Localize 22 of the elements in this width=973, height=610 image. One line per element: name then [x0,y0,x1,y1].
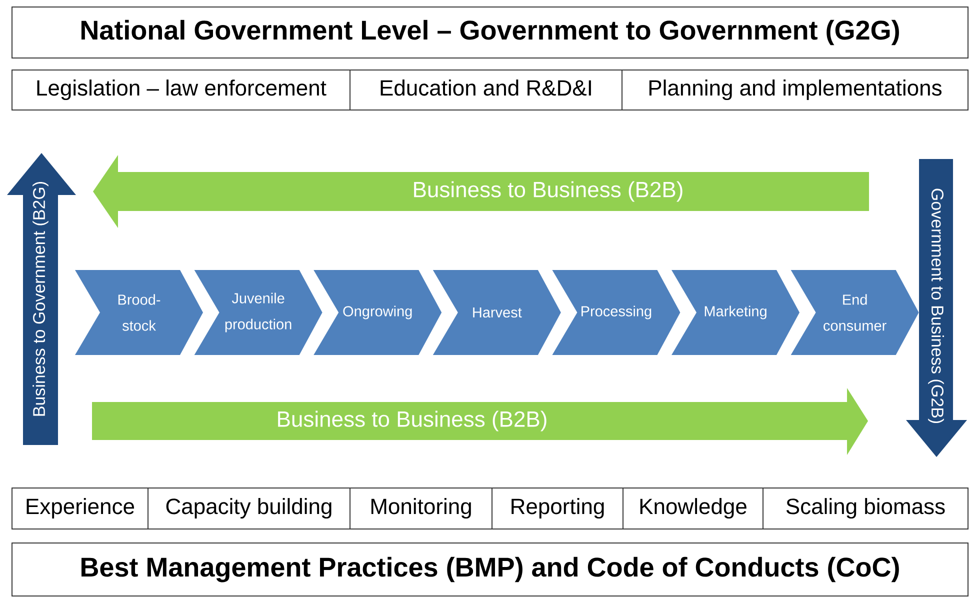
process-step: Harvest [432,270,561,355]
table-cell: Scaling biomass [762,488,969,530]
heading-box: National Government Level – Government to Government (G2G) [12,6,969,58]
table-cell: Experience [12,488,148,530]
arrow-banner: Business to Business (B2B) [92,388,868,455]
process-step: Brood- stock [75,270,203,355]
process-step: Processing [552,270,680,355]
heading-box: Best Management Practices (BMP) and Code of Conducts (CoC) [12,542,969,596]
table-cell: Legislation – law enforcement [12,70,350,110]
table-cell: Capacity building [148,488,350,530]
table-cell: Planning and implementations [622,70,969,110]
process-step: Ongrowing [314,270,442,355]
table-cell: Education and R&D&I [350,70,622,110]
process-step: Juvenile production [194,270,322,355]
table-cell: Monitoring [350,488,492,530]
table-cell: Reporting [492,488,624,530]
process-step: End consumer [790,270,919,355]
arrow-banner: Government to Business (G2B) [906,159,968,457]
arrow-banner: Business to Business (B2B) [93,155,870,228]
table-cell: Knowledge [622,488,764,530]
arrow-banner: Business to Government (B2G) [7,153,76,445]
process-step: Marketing [672,270,800,355]
